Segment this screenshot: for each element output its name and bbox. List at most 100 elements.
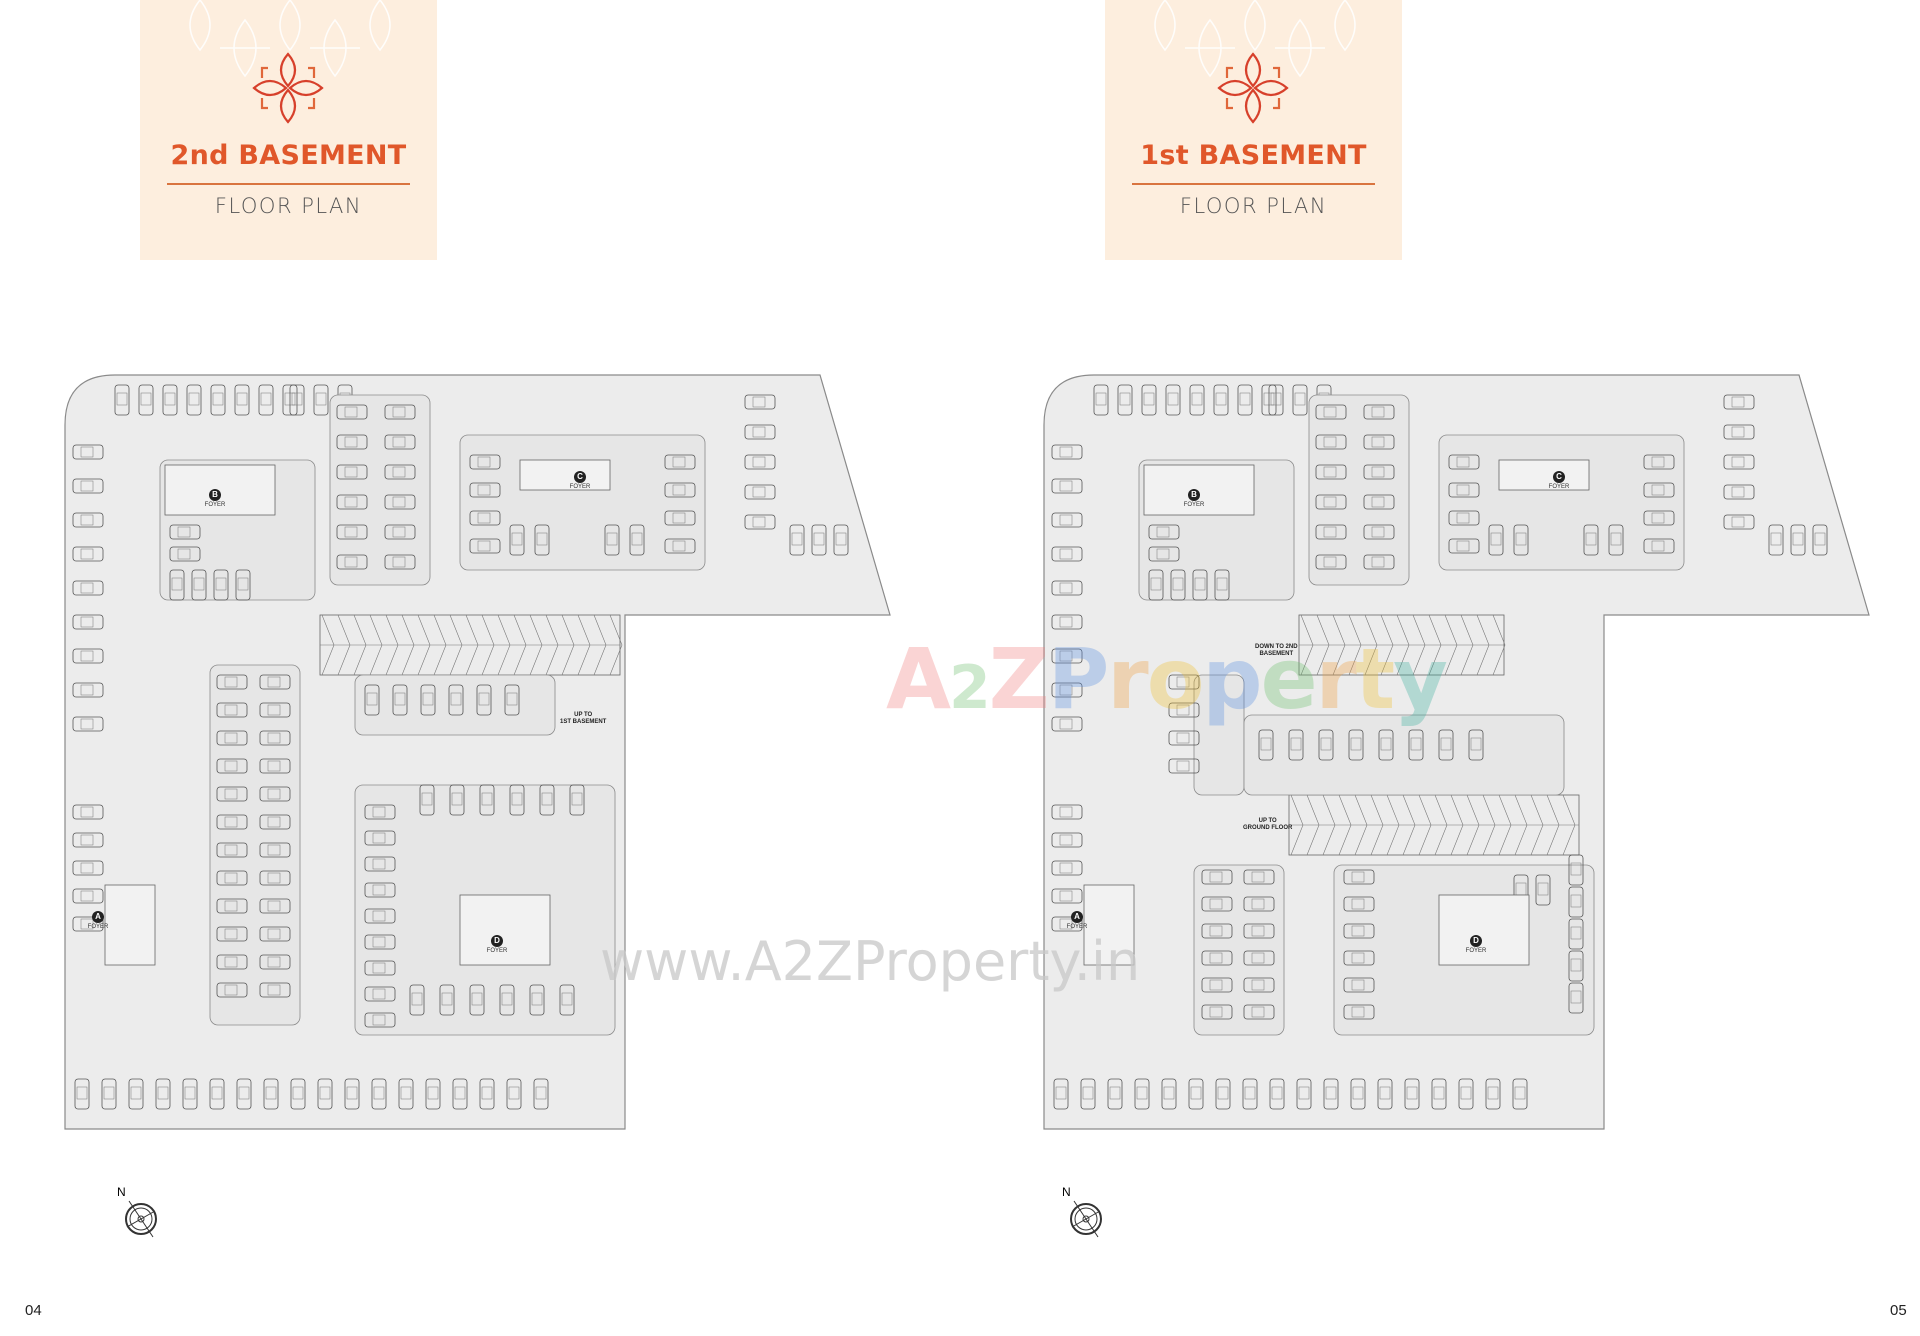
wm-letter: o xyxy=(1146,630,1205,728)
parking-car xyxy=(72,916,104,932)
car-roof xyxy=(1251,952,1265,964)
car-roof xyxy=(1270,392,1282,406)
floor-plan-1st-basement xyxy=(1043,374,1870,1130)
parking-car xyxy=(1448,538,1480,554)
car-roof xyxy=(1379,1086,1391,1100)
car-roof xyxy=(366,692,378,706)
parking-car xyxy=(1292,384,1308,416)
parking-car xyxy=(1448,482,1480,498)
parking-car xyxy=(1168,702,1200,718)
parking-car xyxy=(664,482,696,498)
car-roof xyxy=(224,900,238,912)
parking-car xyxy=(216,982,248,998)
car-roof xyxy=(1323,436,1337,448)
parking-car xyxy=(1315,404,1347,420)
foyer-marker: D xyxy=(491,935,503,947)
car-roof xyxy=(1271,1086,1283,1100)
car-roof xyxy=(1371,436,1385,448)
parking-car xyxy=(290,1078,306,1110)
car-roof xyxy=(80,834,94,846)
parking-car xyxy=(289,384,305,416)
car-roof xyxy=(224,676,238,688)
parking-car xyxy=(1315,524,1347,540)
car-roof xyxy=(1770,532,1782,546)
car-roof xyxy=(1143,392,1155,406)
parking-car xyxy=(1258,729,1274,761)
car-roof xyxy=(373,1086,385,1100)
title-divider xyxy=(167,183,410,185)
parking-car xyxy=(259,870,291,886)
parking-car xyxy=(744,424,776,440)
parking-car xyxy=(216,730,248,746)
parking-car xyxy=(1812,524,1828,556)
car-roof xyxy=(193,577,205,591)
foyer-marker: B xyxy=(209,489,221,501)
car-roof xyxy=(1487,1086,1499,1100)
car-roof xyxy=(315,392,327,406)
parking-car xyxy=(384,434,416,450)
parking-car xyxy=(259,730,291,746)
car-roof xyxy=(1651,512,1665,524)
parking-car xyxy=(236,1078,252,1110)
parking-car xyxy=(263,1078,279,1110)
parking-car xyxy=(72,648,104,664)
parking-car xyxy=(1315,464,1347,480)
car-roof xyxy=(501,992,513,1006)
parking-car xyxy=(72,832,104,848)
parking-car xyxy=(1051,916,1083,932)
car-roof xyxy=(171,577,183,591)
car-roof xyxy=(1410,737,1422,751)
car-roof xyxy=(372,962,386,974)
parking-car xyxy=(1363,554,1395,570)
foyer-label: FOYER xyxy=(1465,948,1487,954)
car-roof xyxy=(80,650,94,662)
parking-car xyxy=(1051,682,1083,698)
parking-car xyxy=(1568,950,1584,982)
parking-car xyxy=(216,674,248,690)
parking-car xyxy=(448,684,464,716)
title-divider xyxy=(1132,183,1375,185)
car-roof xyxy=(451,792,463,806)
car-roof xyxy=(1570,926,1582,940)
parking-car xyxy=(1363,464,1395,480)
ramp-label-up-to-ground-floor: UP TO GROUND FLOOR xyxy=(1243,818,1293,831)
parking-car xyxy=(469,538,501,554)
parking-car xyxy=(72,512,104,528)
page-number-right: 05 xyxy=(1890,1302,1907,1319)
car-roof xyxy=(1260,737,1272,751)
car-roof xyxy=(752,396,766,408)
parking-car xyxy=(1168,674,1200,690)
parking-car xyxy=(186,384,202,416)
car-roof xyxy=(344,406,358,418)
car-roof xyxy=(372,1014,386,1026)
car-roof xyxy=(224,816,238,828)
parking-car xyxy=(1168,758,1200,774)
car-roof xyxy=(477,484,491,496)
car-roof xyxy=(791,532,803,546)
car-roof xyxy=(344,436,358,448)
parking-car xyxy=(1643,454,1675,470)
parking-car xyxy=(1488,524,1504,556)
parking-car xyxy=(336,554,368,570)
car-roof xyxy=(1570,958,1582,972)
parking-car xyxy=(539,784,555,816)
car-roof xyxy=(1176,704,1190,716)
car-roof xyxy=(1651,540,1665,552)
car-roof xyxy=(224,732,238,744)
parking-car xyxy=(1512,1078,1528,1110)
parking-car xyxy=(364,830,396,846)
parking-car xyxy=(1790,524,1806,556)
parking-car xyxy=(235,569,251,601)
parking-car xyxy=(1051,444,1083,460)
car-roof xyxy=(344,526,358,538)
car-roof xyxy=(372,832,386,844)
parking-car xyxy=(1723,484,1755,500)
car-roof xyxy=(511,792,523,806)
parking-car xyxy=(162,384,178,416)
header-card-1st-basement: 1st BASEMENT FLOOR PLAN xyxy=(1105,0,1402,260)
parking-car xyxy=(72,682,104,698)
car-roof xyxy=(392,406,406,418)
car-roof xyxy=(157,1086,169,1100)
car-roof xyxy=(80,862,94,874)
